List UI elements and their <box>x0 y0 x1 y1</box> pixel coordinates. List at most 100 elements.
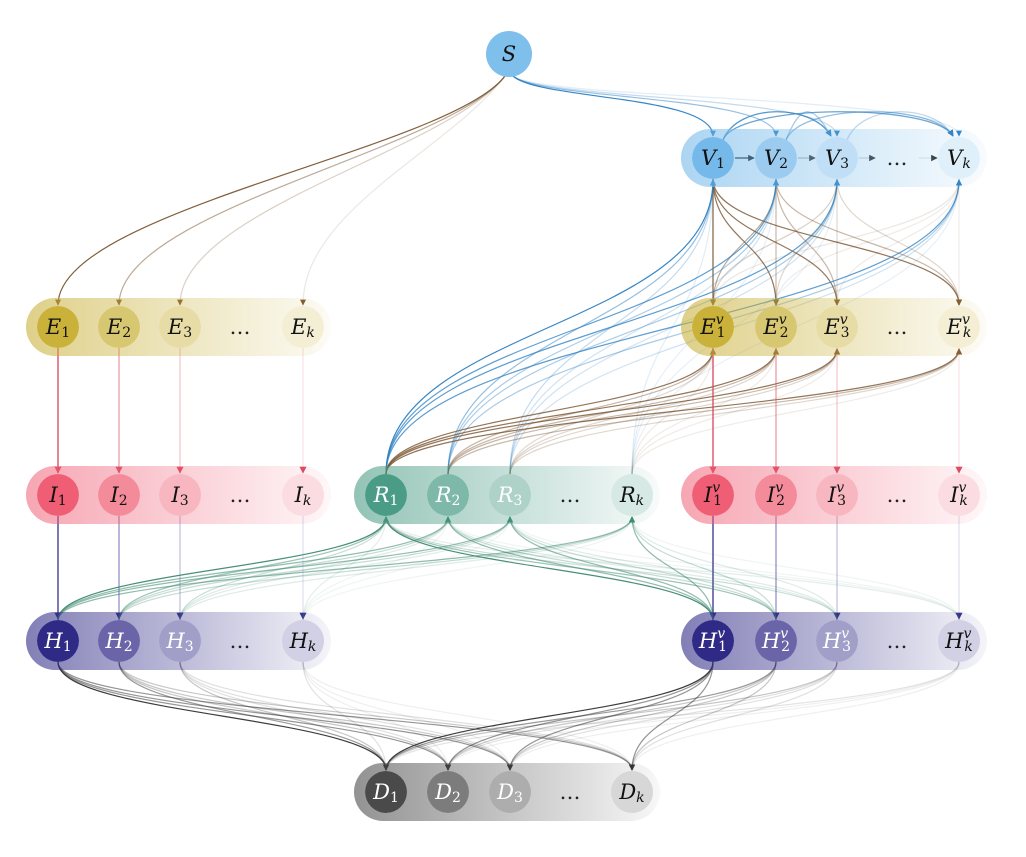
node-circle <box>816 306 858 348</box>
node-label: Ek <box>290 315 315 341</box>
edge-hv2-d1 <box>383 661 777 771</box>
node-label: I2 <box>109 483 127 509</box>
edge-hv1-r5 <box>629 516 714 621</box>
node-label: D3 <box>496 780 523 806</box>
edge-hv5-d5 <box>629 661 960 771</box>
node-backdrop <box>159 306 201 348</box>
edge-h3-r1 <box>179 516 389 621</box>
edge-hv2-r5 <box>629 516 777 621</box>
node-circle <box>98 306 140 348</box>
node-circle <box>938 306 980 348</box>
ellipsis-iv: … <box>887 483 908 507</box>
node-d-3: D3 <box>489 771 531 813</box>
edge-r1-v1 <box>385 179 716 475</box>
edge-h3-d2 <box>179 661 451 771</box>
node-circle <box>159 474 201 516</box>
ellipsis-h: … <box>230 629 251 653</box>
edge-hv5-r1 <box>383 516 960 621</box>
edge-v1-ev3 <box>712 178 840 306</box>
node-backdrop <box>816 474 858 516</box>
edge-hv5-r3 <box>507 516 960 621</box>
node-r-1: R1 <box>365 474 407 516</box>
node-h-1: H1 <box>37 620 79 662</box>
node-circle <box>489 771 531 813</box>
edge-v-arc-1-5 <box>722 111 954 141</box>
edge-r5-ev5 <box>631 348 962 475</box>
node-backdrop <box>611 474 653 516</box>
ellipsis-e: … <box>230 315 251 339</box>
edge-r2-ev1 <box>447 348 716 475</box>
node-backdrop <box>816 306 858 348</box>
edge-s-v2 <box>512 75 779 137</box>
edge-r2-v2 <box>447 179 779 475</box>
edge-hv3-d5 <box>629 661 838 771</box>
edge-hv2-r3 <box>507 516 777 621</box>
edge-h1-r1 <box>57 516 389 621</box>
edge-h2-r5 <box>118 516 635 621</box>
node-circle <box>37 306 79 348</box>
ellipsis-hv: … <box>887 629 908 653</box>
node-backdrop <box>282 306 324 348</box>
node-circle <box>159 620 201 662</box>
edge-h2-d2 <box>118 661 451 771</box>
edge-hv3-r5 <box>629 516 838 621</box>
edge-r5-ev1 <box>631 348 716 475</box>
node-circle <box>282 306 324 348</box>
edge-r2-ev5 <box>447 348 962 475</box>
node-h-3: H3 <box>159 620 201 662</box>
node-h-2: H2 <box>98 620 140 662</box>
node-v-3: V3 <box>816 137 858 179</box>
edge-h5-r1 <box>302 516 389 621</box>
node-label: Hk <box>289 629 317 655</box>
node-circle <box>816 137 858 179</box>
edge-h5-r2 <box>302 516 451 621</box>
edge-hv5-d3 <box>507 661 960 771</box>
edge-hv3-d2 <box>445 661 838 771</box>
edge-v3-ev2 <box>773 178 838 306</box>
node-e-1: E1 <box>37 306 79 348</box>
edge-hv3-d3 <box>507 661 838 771</box>
node-d-2: D2 <box>427 771 469 813</box>
edge-r3-ev5 <box>509 348 962 475</box>
node-backdrop <box>282 620 324 662</box>
edge-h2-r1 <box>118 516 389 621</box>
ellipsis-v: … <box>887 146 908 170</box>
node-circle <box>816 620 858 662</box>
node-label: H2 <box>104 629 132 655</box>
edge-h3-r2 <box>179 516 451 621</box>
node-circle <box>938 137 980 179</box>
node-circle <box>755 620 797 662</box>
node-circle <box>755 137 797 179</box>
edge-s-e1 <box>55 75 506 306</box>
node-circle <box>755 474 797 516</box>
node-i-2: I2 <box>98 474 140 516</box>
edge-v1-ev5 <box>712 178 962 306</box>
node-backdrop <box>938 474 980 516</box>
edge-h2-r3 <box>118 516 513 621</box>
edge-r3-ev2 <box>509 348 779 475</box>
node-circle <box>282 620 324 662</box>
node-label: I3 <box>170 483 188 509</box>
edge-h2-r2 <box>118 516 451 621</box>
node-label: Dk <box>618 780 644 806</box>
edge-hv5-d1 <box>383 661 960 771</box>
edge-hv5-d2 <box>445 661 960 771</box>
node-backdrop <box>938 620 980 662</box>
edge-hv3-r1 <box>383 516 838 621</box>
node-v-2: V2 <box>755 137 797 179</box>
node-label: H1 <box>43 629 71 655</box>
ellipsis-i: … <box>230 483 251 507</box>
node-label: V1 <box>701 146 725 172</box>
node-label: I1 <box>48 483 66 509</box>
node-i-1: I1 <box>37 474 79 516</box>
edge-h1-d1 <box>57 661 389 771</box>
